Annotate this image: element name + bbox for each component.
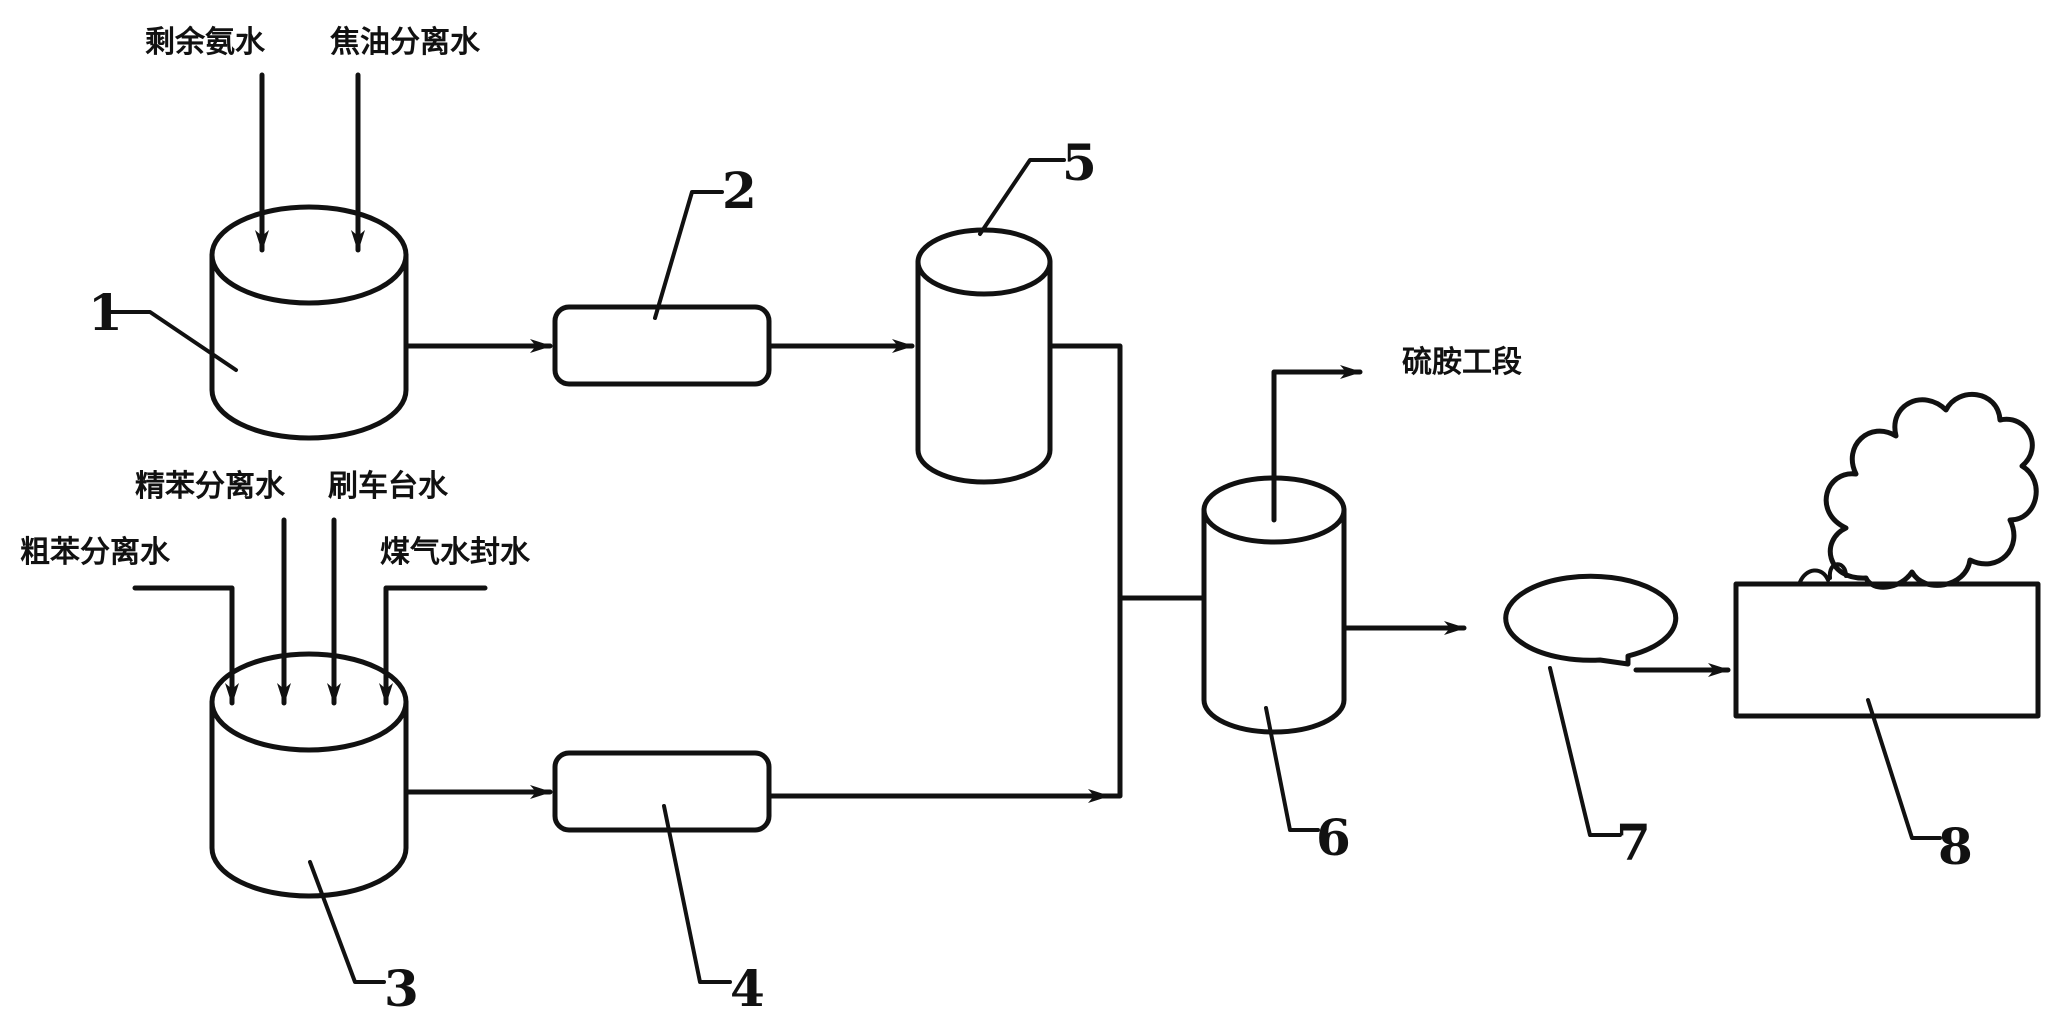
column-5 xyxy=(915,227,1053,485)
label-ammonium-sulfate-section: 硫胺工段 xyxy=(1402,345,1522,380)
unit-4 xyxy=(552,750,772,833)
inlet-gas-water-seal xyxy=(379,585,488,706)
number-7: 7 xyxy=(1616,813,1651,872)
number-4: 4 xyxy=(730,959,765,1018)
vapor-wisp xyxy=(1798,562,1848,584)
number-1: 1 xyxy=(88,283,123,342)
label-tar-separation-water: 焦油分离水 xyxy=(330,25,481,60)
number-5: 5 xyxy=(1062,133,1097,192)
leader-7 xyxy=(1548,666,1622,837)
vapor-cloud xyxy=(1823,392,2039,590)
number-2: 2 xyxy=(722,161,757,220)
inlet-crude-benzene-separation xyxy=(132,585,239,706)
leader-2 xyxy=(653,190,724,320)
unit-8 xyxy=(1733,581,2041,719)
tank-1 xyxy=(209,204,409,441)
label-truck-wash-water: 刷车台水 xyxy=(328,469,449,504)
pump-7 xyxy=(1503,573,1679,667)
label-gas-water-seal-water: 煤气水封水 xyxy=(380,535,531,570)
label-remaining-ammonia-water: 剩余氨水 xyxy=(145,25,266,60)
flow-unit4-to-junction xyxy=(768,595,1123,799)
number-3: 3 xyxy=(384,959,419,1018)
flow-column5-to-junction xyxy=(1049,343,1203,601)
leader-6 xyxy=(1264,706,1320,832)
flow-column6-to-ammonium-sulfate xyxy=(1271,365,1363,523)
leader-4 xyxy=(662,804,732,984)
leader-8 xyxy=(1866,698,1942,840)
leader-3 xyxy=(308,860,386,984)
label-crude-benzene-separation-water: 粗苯分离水 xyxy=(20,535,171,570)
leader-1 xyxy=(106,310,238,372)
unit-2 xyxy=(552,304,772,387)
leader-5 xyxy=(978,158,1066,236)
label-refined-benzene-separation-water: 精苯分离水 xyxy=(135,469,286,504)
number-8: 8 xyxy=(1938,817,1973,876)
tank-3 xyxy=(209,651,409,899)
number-6: 6 xyxy=(1316,808,1351,867)
